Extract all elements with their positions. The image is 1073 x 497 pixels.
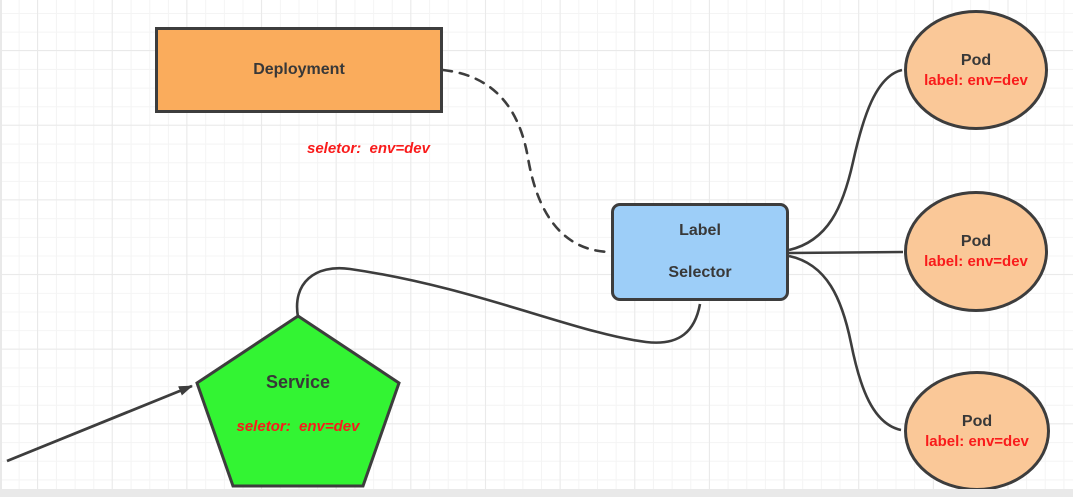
label-selector-line2: Selector <box>668 264 732 281</box>
deployment-node[interactable]: Deployment <box>155 27 443 113</box>
pod-node-1[interactable]: Pod label: env=dev <box>904 10 1048 130</box>
pod-1-title: Pod <box>960 51 992 69</box>
pod-3-label: label: env=dev <box>925 432 1029 450</box>
pod-node-2[interactable]: Pod label: env=dev <box>904 191 1048 312</box>
label-selector-line1: Label <box>679 222 721 239</box>
edge-selector-to-pod-3[interactable] <box>788 254 902 432</box>
edge-selector-to-pod-2[interactable] <box>788 250 904 255</box>
service-selector-note: seletor: env=dev <box>236 418 360 435</box>
canvas-left-edge <box>0 0 2 497</box>
pod-3-title: Pod <box>961 412 993 430</box>
pod-1-label: label: env=dev <box>924 71 1028 89</box>
label-selector-node[interactable]: Label Selector <box>611 203 789 301</box>
service-label: Service <box>265 372 331 392</box>
deployment-selector-note: seletor: env=dev <box>307 140 430 157</box>
edge-deployment-to-selector[interactable] <box>441 68 611 254</box>
pod-2-label: label: env=dev <box>924 253 1028 270</box>
canvas-bottom-edge <box>0 489 1073 497</box>
deployment-label: Deployment <box>253 61 345 78</box>
edge-arrow-to-service[interactable] <box>6 384 193 463</box>
edge-selector-to-pod-1[interactable] <box>788 68 903 252</box>
pod-2-title: Pod <box>960 233 992 250</box>
pod-node-3[interactable]: Pod label: env=dev <box>904 371 1050 491</box>
edge-service-to-selector[interactable] <box>295 266 702 344</box>
service-pentagon[interactable] <box>195 314 401 488</box>
